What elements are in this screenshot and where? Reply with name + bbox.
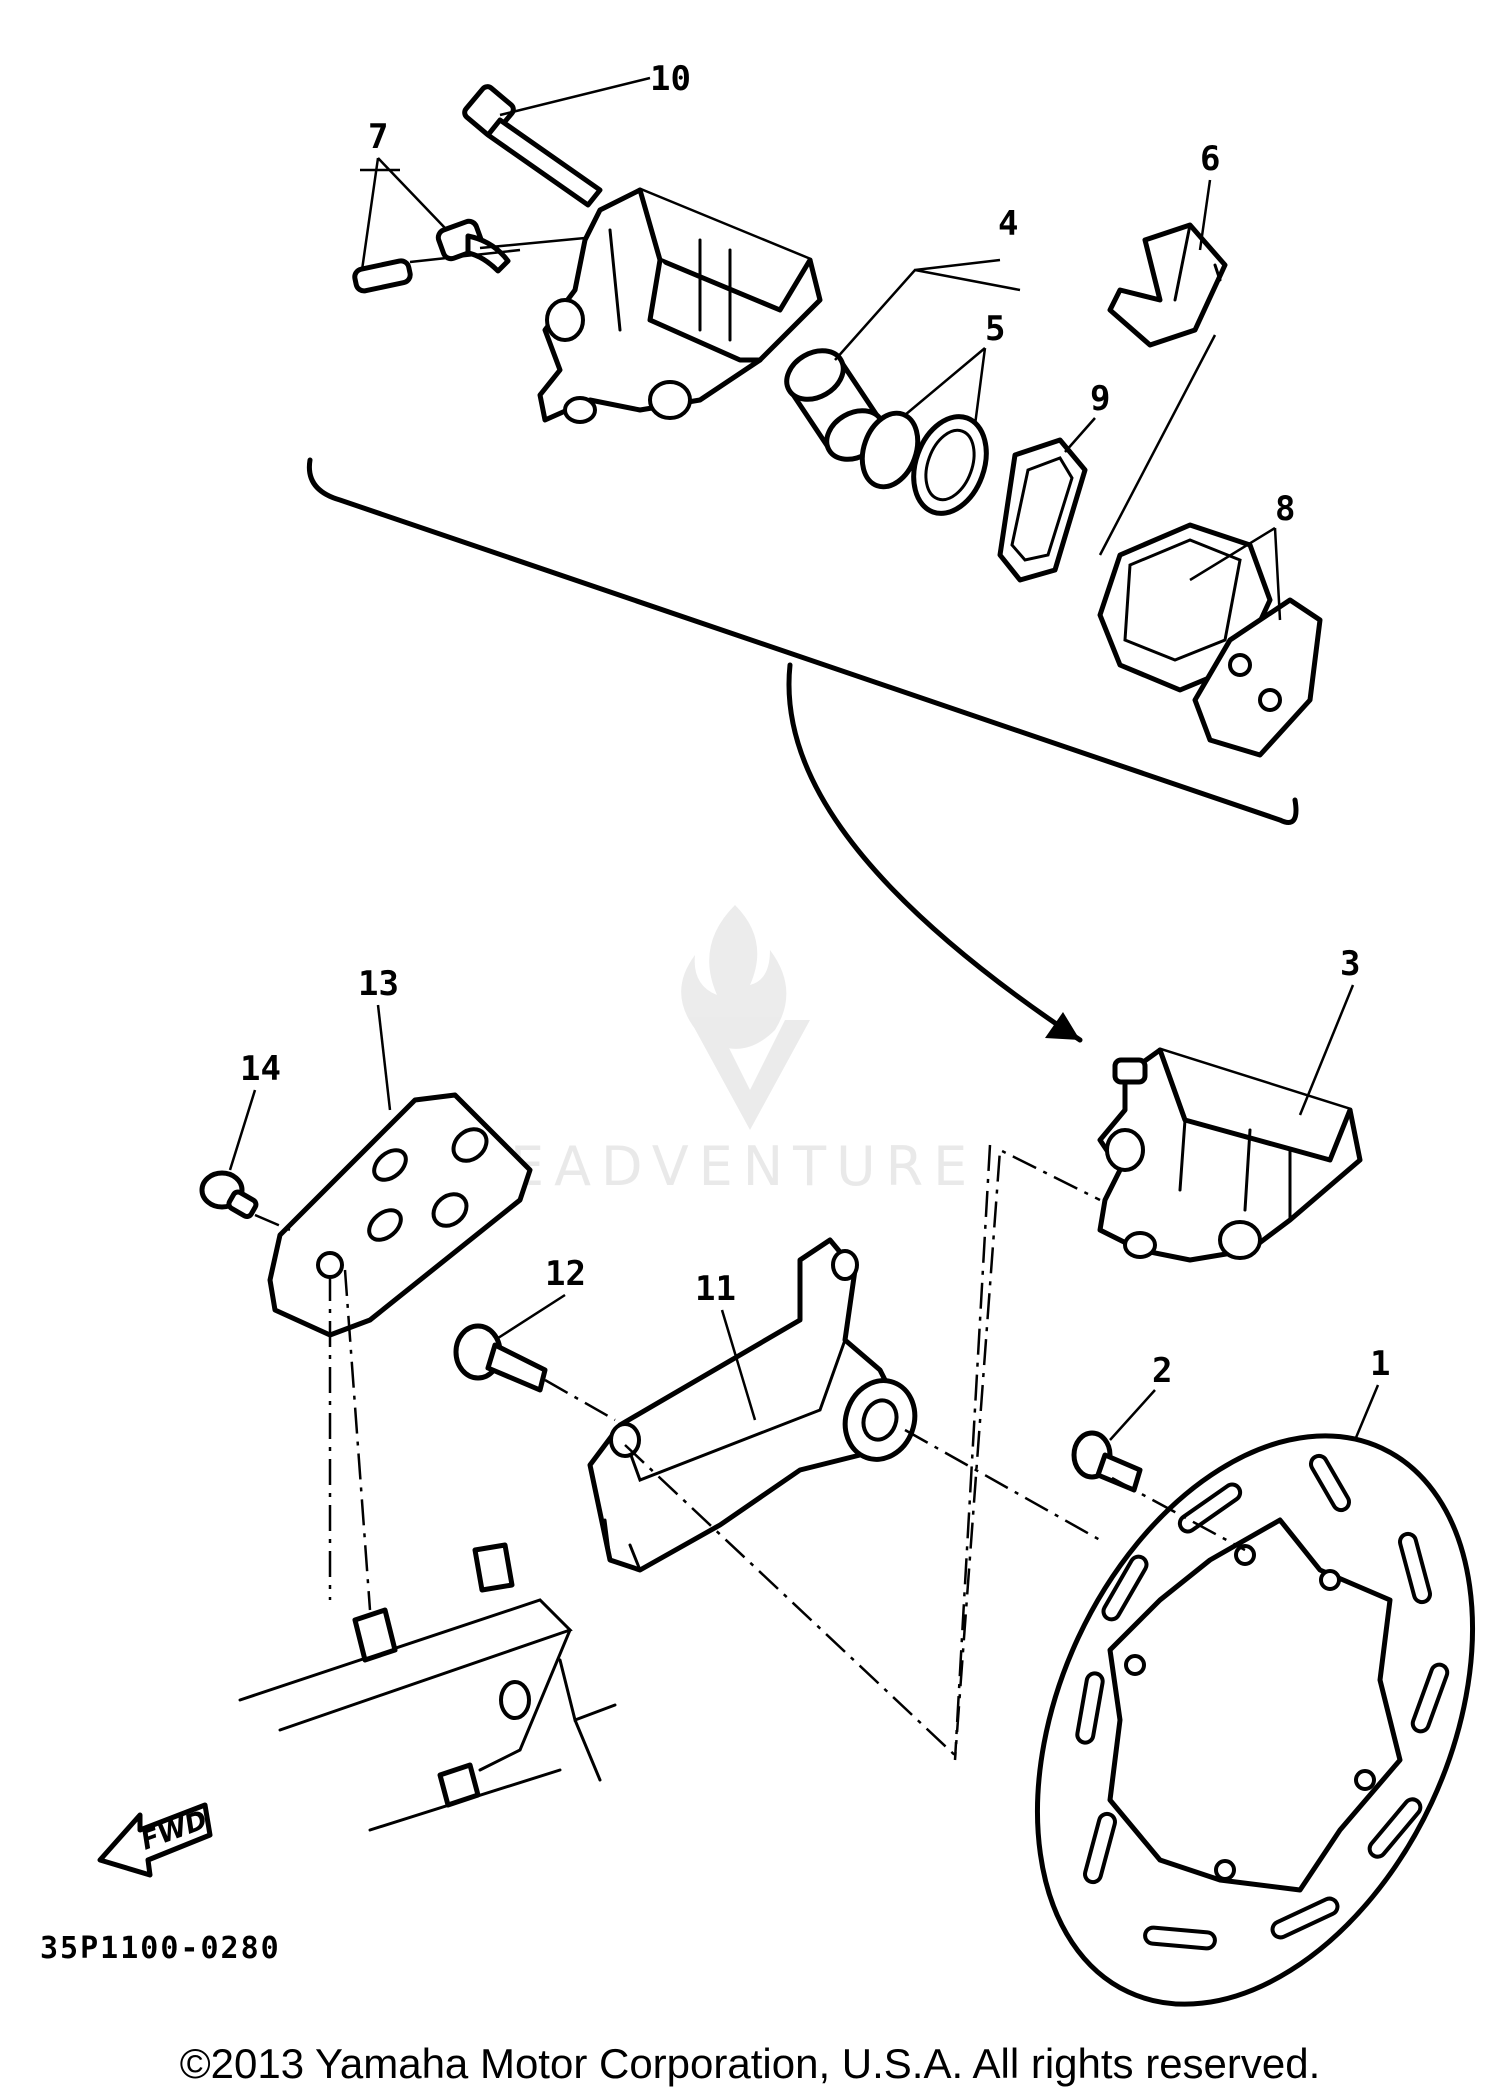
bracket-bolt	[453, 1323, 548, 1393]
caliper-body-exploded	[537, 187, 823, 424]
caliper-assembly	[1097, 1047, 1363, 1263]
assembly-arrow	[786, 662, 1083, 1043]
callout-10: 10	[650, 59, 691, 99]
piston-seals	[859, 410, 989, 516]
alignment-lines	[328, 1144, 1246, 1761]
callout-8: 8	[1275, 489, 1295, 529]
callout-7: 7	[368, 117, 388, 157]
pad-shim	[997, 437, 1088, 583]
diagram-part-code: 35P1100-0280	[40, 1931, 281, 1966]
brake-disc	[1034, 1433, 1476, 2007]
watermark-logo: EADVENTURE	[510, 905, 977, 1198]
callout-9: 9	[1090, 379, 1110, 419]
inset-outline	[306, 457, 1299, 825]
callout-1: 1	[1370, 1344, 1390, 1384]
bleed-screw-set	[352, 218, 511, 294]
watermark-text: EADVENTURE	[510, 1135, 977, 1198]
callout-13: 13	[358, 964, 399, 1004]
callout-14: 14	[240, 1049, 281, 1089]
guard-bolt	[199, 1170, 259, 1219]
callout-5: 5	[985, 309, 1005, 349]
callout-2: 2	[1152, 1351, 1172, 1391]
callout-11: 11	[695, 1269, 736, 1309]
caliper-pin-bolt	[462, 84, 603, 208]
forward-direction-arrow: FWD	[97, 1802, 213, 1878]
callout-12: 12	[545, 1254, 586, 1294]
assembly-arrowhead	[1045, 1012, 1080, 1040]
callout-6: 6	[1200, 139, 1220, 179]
copyright-notice: ©2013 Yamaha Motor Corporation, U.S.A. A…	[179, 2040, 1321, 2087]
caliper-guard	[267, 1092, 533, 1338]
caliper-bracket	[587, 1237, 918, 1573]
callout-3: 3	[1340, 944, 1360, 984]
pad-spring	[1107, 222, 1228, 348]
swingarm-section	[238, 1542, 617, 1832]
brake-pads	[1097, 522, 1323, 758]
disc-bolt	[1071, 1430, 1143, 1493]
callout-4: 4	[998, 204, 1018, 244]
disc-slots	[1075, 1453, 1450, 1951]
